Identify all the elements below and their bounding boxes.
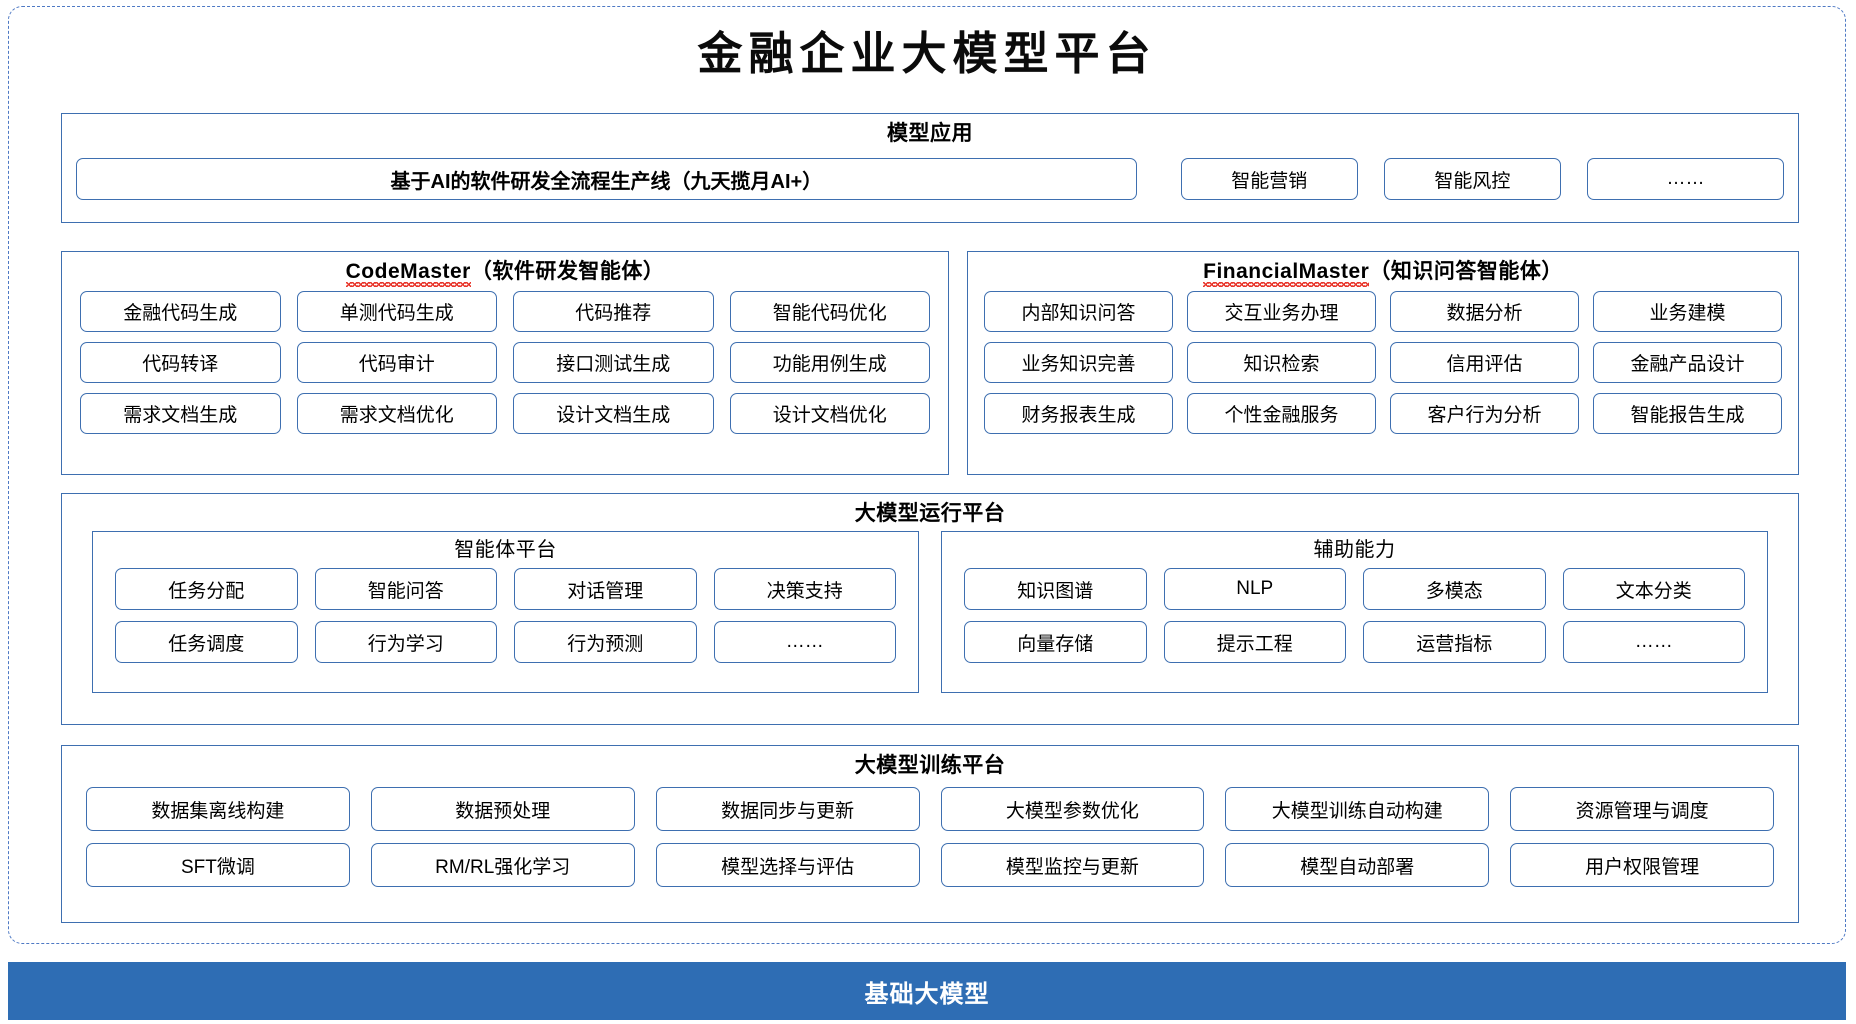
- runtime-platform-title: 大模型运行平台: [854, 502, 1006, 525]
- model-application-items: 基于AI的软件研发全流程生产线（九天揽月AI+） 智能营销 智能风控 ……: [62, 151, 1798, 207]
- codemaster-panel: CodeMaster（软件研发智能体） 金融代码生成 单测代码生成 代码推荐 智…: [61, 251, 949, 475]
- codemaster-chip[interactable]: 金融代码生成: [80, 291, 281, 332]
- financialmaster-chip[interactable]: 知识检索: [1187, 342, 1376, 383]
- financialmaster-chip[interactable]: 交互业务办理: [1187, 291, 1376, 332]
- agent-platform-subpanel: 智能体平台 任务分配 智能问答 对话管理 决策支持 任务调度 行为学习 行为预测…: [92, 531, 919, 693]
- training-platform-chip[interactable]: 大模型参数优化: [940, 787, 1205, 831]
- codemaster-chip[interactable]: 单测代码生成: [296, 291, 497, 332]
- page-title: 金融企业大模型平台: [697, 27, 1157, 80]
- auxiliary-capability-chip[interactable]: NLP: [1163, 568, 1346, 610]
- codemaster-chip[interactable]: 需求文档生成: [80, 393, 281, 434]
- training-platform-chip[interactable]: 模型监控与更新: [940, 843, 1205, 887]
- model-application-panel: 模型应用 基于AI的软件研发全流程生产线（九天揽月AI+） 智能营销 智能风控 …: [61, 113, 1799, 223]
- codemaster-chip[interactable]: 设计文档生成: [513, 393, 714, 434]
- auxiliary-capability-chip[interactable]: 知识图谱: [964, 568, 1147, 610]
- auxiliary-capability-chip[interactable]: 运营指标: [1363, 621, 1546, 663]
- app-chip-more[interactable]: ……: [1586, 158, 1784, 200]
- auxiliary-capability-subpanel: 辅助能力 知识图谱 NLP 多模态 文本分类 向量存储 提示工程 运营指标 ……: [941, 531, 1768, 693]
- app-chip-primary[interactable]: 基于AI的软件研发全流程生产线（九天揽月AI+）: [76, 158, 1137, 200]
- codemaster-chip[interactable]: 智能代码优化: [729, 291, 930, 332]
- financialmaster-chip[interactable]: 客户行为分析: [1390, 393, 1579, 434]
- financialmaster-chip[interactable]: 金融产品设计: [1593, 342, 1782, 383]
- financialmaster-chip[interactable]: 业务知识完善: [984, 342, 1173, 383]
- agent-platform-chip[interactable]: 对话管理: [514, 568, 697, 610]
- financialmaster-name-cn: （知识问答智能体）: [1369, 260, 1563, 283]
- codemaster-title: CodeMaster（软件研发智能体）: [62, 252, 948, 289]
- training-platform-title: 大模型训练平台: [854, 754, 1006, 777]
- training-platform-chip[interactable]: 模型自动部署: [1225, 843, 1490, 887]
- agent-platform-chip[interactable]: 智能问答: [314, 568, 497, 610]
- agent-panels: CodeMaster（软件研发智能体） 金融代码生成 单测代码生成 代码推荐 智…: [61, 251, 1799, 475]
- agent-platform-chip[interactable]: 任务分配: [115, 568, 298, 610]
- agent-platform-chip[interactable]: 行为学习: [314, 621, 497, 663]
- financialmaster-name-en: FinancialMaster: [1203, 260, 1370, 287]
- codemaster-chip[interactable]: 功能用例生成: [729, 342, 930, 383]
- financialmaster-chip[interactable]: 数据分析: [1390, 291, 1579, 332]
- training-platform-chip[interactable]: 模型选择与评估: [655, 843, 920, 887]
- codemaster-chip[interactable]: 代码审计: [296, 342, 497, 383]
- agent-platform-chip[interactable]: 任务调度: [115, 621, 298, 663]
- codemaster-chip[interactable]: 需求文档优化: [296, 393, 497, 434]
- codemaster-name-en: CodeMaster: [345, 260, 472, 287]
- app-chip-riskcontrol[interactable]: 智能风控: [1383, 158, 1561, 200]
- auxiliary-capability-items: 知识图谱 NLP 多模态 文本分类 向量存储 提示工程 运营指标 ……: [942, 566, 1767, 673]
- training-platform-chip[interactable]: SFT微调: [86, 843, 350, 887]
- runtime-subpanels: 智能体平台 任务分配 智能问答 对话管理 决策支持 任务调度 行为学习 行为预测…: [62, 531, 1798, 693]
- runtime-platform-panel: 大模型运行平台 智能体平台 任务分配 智能问答 对话管理 决策支持 任务调度 行…: [61, 493, 1799, 725]
- auxiliary-capability-chip[interactable]: 文本分类: [1562, 568, 1745, 610]
- agent-platform-items: 任务分配 智能问答 对话管理 决策支持 任务调度 行为学习 行为预测 ……: [93, 566, 918, 673]
- app-chip-marketing[interactable]: 智能营销: [1180, 158, 1358, 200]
- auxiliary-capability-chip[interactable]: 向量存储: [964, 621, 1147, 663]
- training-platform-chip[interactable]: 数据集离线构建: [86, 787, 350, 831]
- training-platform-chip[interactable]: 大模型训练自动构建: [1225, 787, 1490, 831]
- auxiliary-capability-chip[interactable]: ……: [1562, 621, 1745, 663]
- financialmaster-title: FinancialMaster（知识问答智能体）: [968, 252, 1798, 289]
- codemaster-items: 金融代码生成 单测代码生成 代码推荐 智能代码优化 代码转译 代码审计 接口测试…: [62, 289, 948, 446]
- auxiliary-capability-chip[interactable]: 多模态: [1363, 568, 1546, 610]
- financialmaster-chip[interactable]: 信用评估: [1390, 342, 1579, 383]
- auxiliary-capability-title: 辅助能力: [1313, 539, 1396, 561]
- training-platform-chip[interactable]: RM/RL强化学习: [370, 843, 635, 887]
- auxiliary-capability-chip[interactable]: 提示工程: [1163, 621, 1346, 663]
- training-platform-panel: 大模型训练平台 数据集离线构建 数据预处理 数据同步与更新 大模型参数优化 大模…: [61, 745, 1799, 923]
- model-application-title: 模型应用: [887, 122, 973, 145]
- financialmaster-items: 内部知识问答 交互业务办理 数据分析 业务建模 业务知识完善 知识检索 信用评估…: [968, 289, 1798, 446]
- financialmaster-chip[interactable]: 业务建模: [1593, 291, 1782, 332]
- agent-platform-chip[interactable]: 行为预测: [514, 621, 697, 663]
- codemaster-name-cn: （软件研发智能体）: [470, 260, 665, 283]
- agent-platform-title: 智能体平台: [454, 539, 557, 561]
- codemaster-chip[interactable]: 代码转译: [80, 342, 281, 383]
- training-platform-chip[interactable]: 数据预处理: [370, 787, 635, 831]
- agent-platform-chip[interactable]: ……: [713, 621, 896, 663]
- agent-platform-chip[interactable]: 决策支持: [713, 568, 896, 610]
- financialmaster-chip[interactable]: 个性金融服务: [1187, 393, 1376, 434]
- financialmaster-panel: FinancialMaster（知识问答智能体） 内部知识问答 交互业务办理 数…: [967, 251, 1799, 475]
- base-model-label: 基础大模型: [864, 980, 990, 1008]
- training-platform-chip[interactable]: 资源管理与调度: [1510, 787, 1774, 831]
- codemaster-chip[interactable]: 设计文档优化: [729, 393, 930, 434]
- codemaster-chip[interactable]: 代码推荐: [513, 291, 714, 332]
- training-platform-chip[interactable]: 数据同步与更新: [655, 787, 920, 831]
- codemaster-chip[interactable]: 接口测试生成: [513, 342, 714, 383]
- financialmaster-chip[interactable]: 财务报表生成: [984, 393, 1173, 434]
- diagram-canvas: 金融企业大模型平台 模型应用 基于AI的软件研发全流程生产线（九天揽月AI+） …: [8, 6, 1846, 944]
- base-model-bar: 基础大模型: [8, 962, 1846, 1020]
- training-platform-items: 数据集离线构建 数据预处理 数据同步与更新 大模型参数优化 大模型训练自动构建 …: [62, 783, 1798, 899]
- training-platform-chip[interactable]: 用户权限管理: [1510, 843, 1774, 887]
- financialmaster-chip[interactable]: 智能报告生成: [1593, 393, 1782, 434]
- financialmaster-chip[interactable]: 内部知识问答: [984, 291, 1173, 332]
